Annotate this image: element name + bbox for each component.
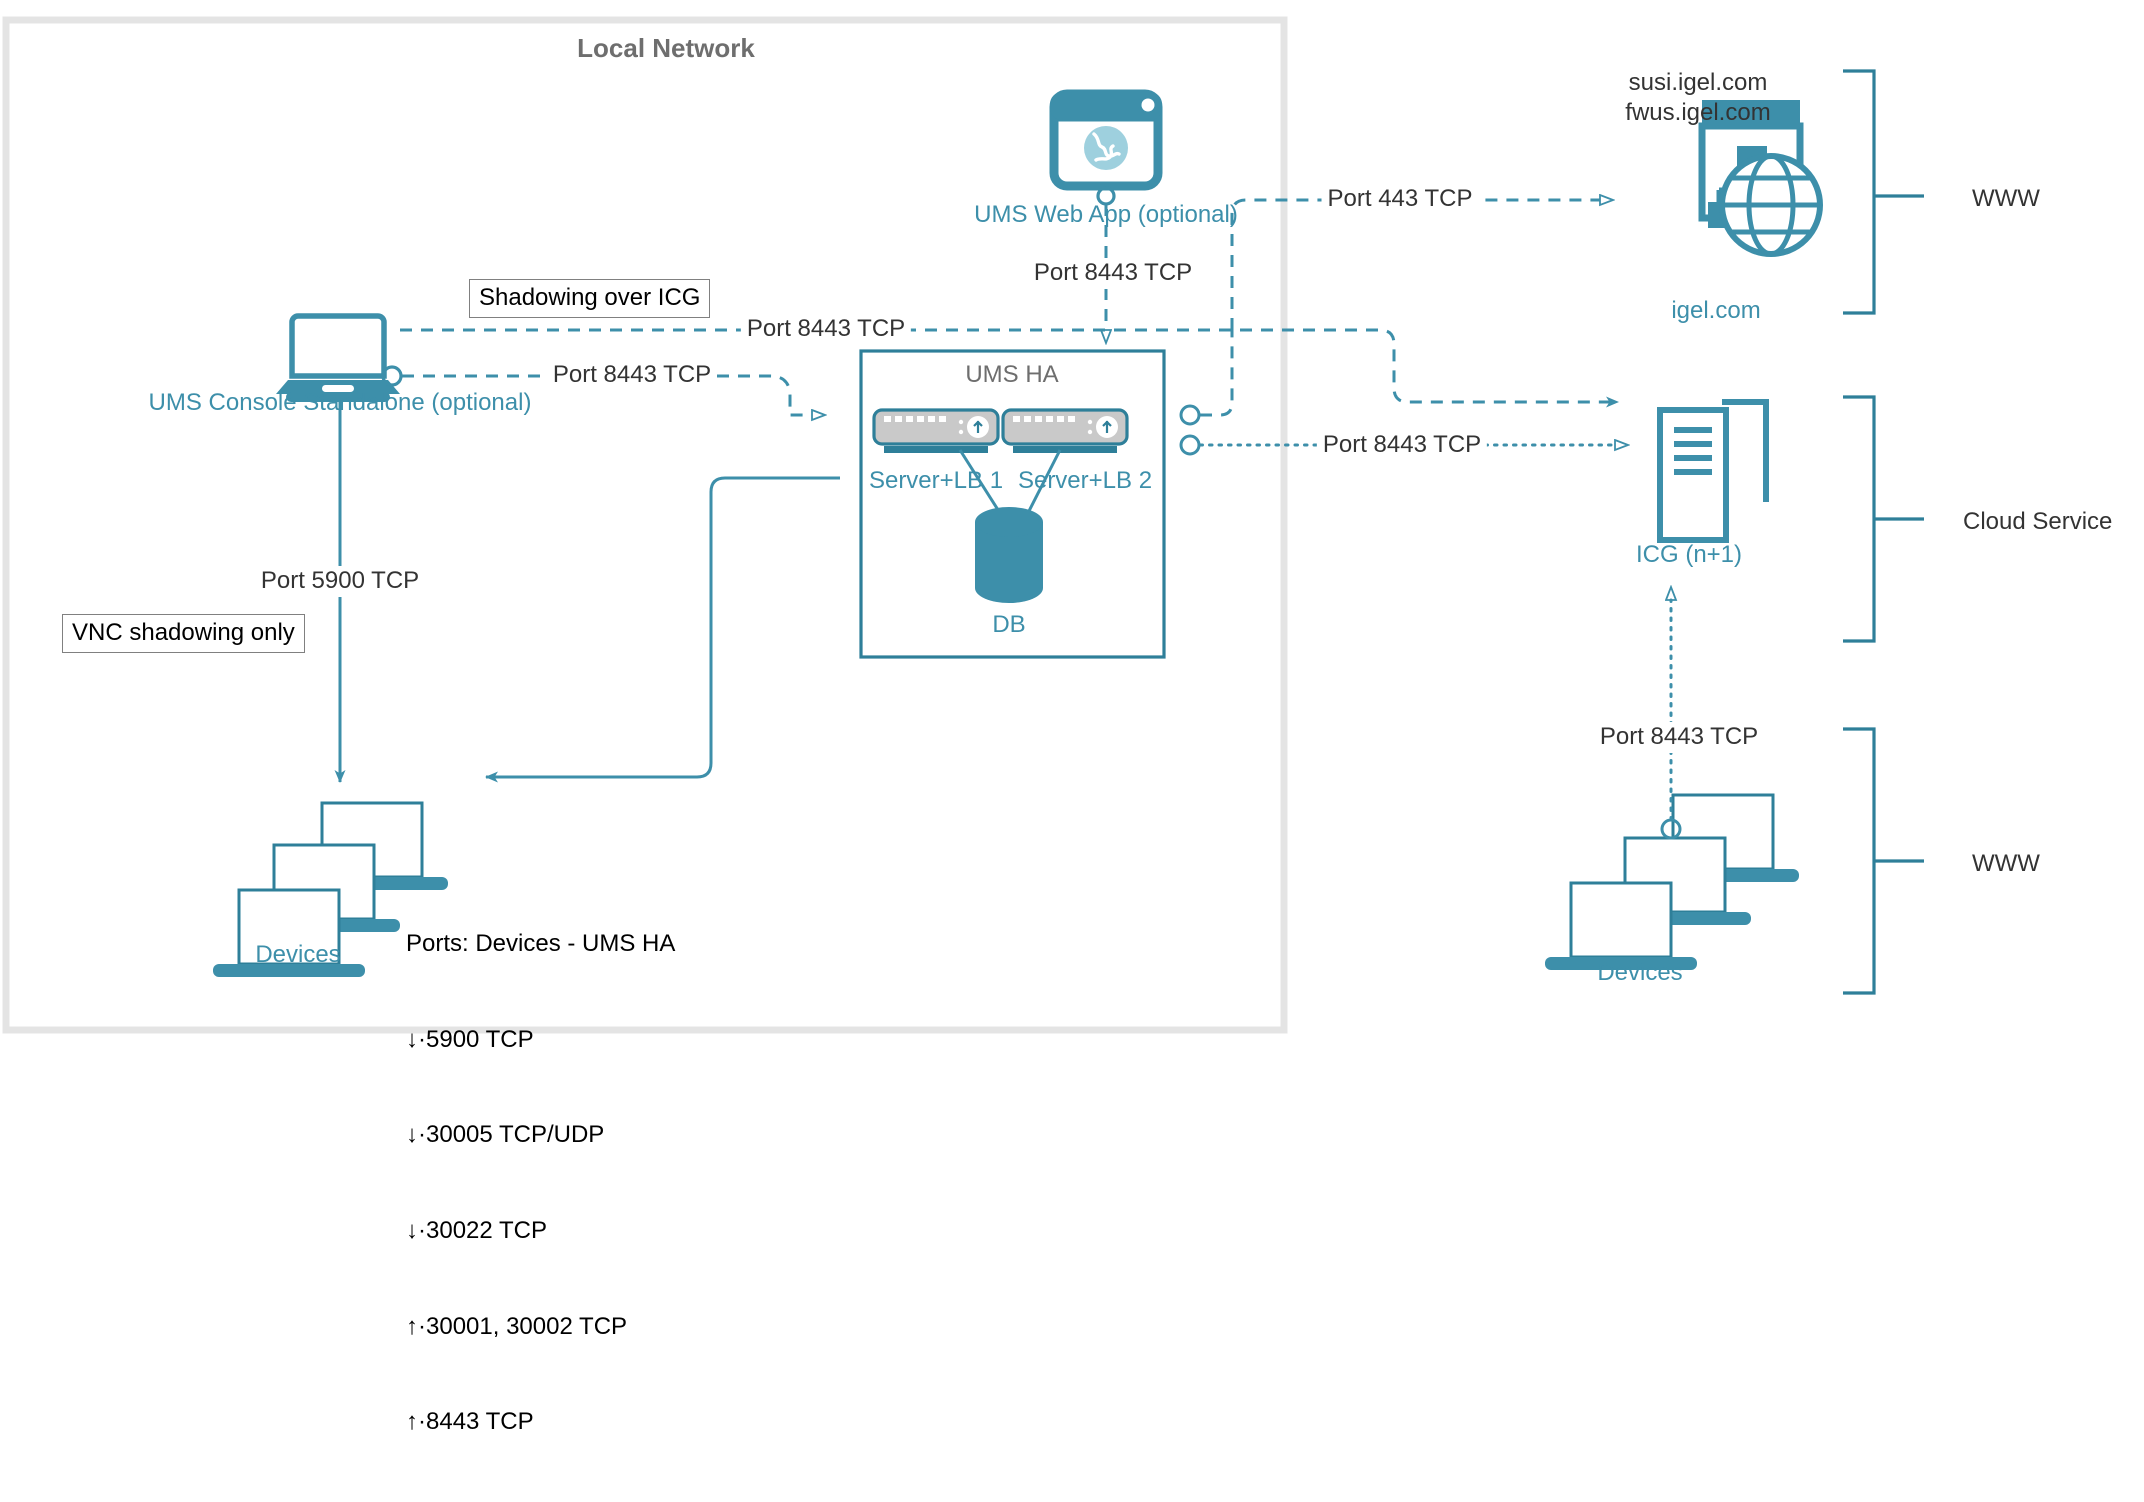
- ums-ha-box: [859, 349, 1166, 659]
- igel-host-susi: susi.igel.com: [1628, 69, 1768, 96]
- ports-note-line-1: ↓·30005 TCP/UDP: [406, 1121, 605, 1149]
- browser-globe-icon: [1049, 89, 1163, 206]
- conn-console-to-ha: [402, 374, 812, 415]
- label-console-to-devices-port: Port 5900 TCP: [254, 566, 426, 597]
- diagram-svg: [2, 16, 1924, 1034]
- laptop-stack-icon-left: [213, 801, 448, 977]
- ports-note-line-3: ↑·30001, 30002 TCP: [406, 1312, 628, 1340]
- page-title: Local Network: [577, 33, 755, 63]
- db-label: DB: [992, 611, 1026, 638]
- ums-console-label: UMS Console Standalone (optional): [148, 389, 532, 416]
- conn-webapp-to-igel: [1230, 200, 1600, 330]
- ports-note-line-2: ↓·30022 TCP: [406, 1216, 547, 1244]
- devices-left-label: Devices: [255, 941, 341, 968]
- label-ha-to-icg-port: Port 8443 TCP: [1316, 430, 1488, 461]
- label-shadow-icg-port: Port 8443 TCP: [740, 314, 912, 345]
- server1-db-link: [958, 449, 1002, 514]
- zone-label-www-bottom: WWW: [1972, 850, 2040, 877]
- server-tower-icon: [1657, 399, 1769, 543]
- ums-ha-title: UMS HA: [965, 361, 1059, 388]
- igel-host-fwus: fwus.igel.com: [1625, 99, 1771, 126]
- ports-note-line-4: ↑·8443 TCP: [406, 1408, 534, 1436]
- devices-right-label: Devices: [1597, 959, 1683, 986]
- diagram-canvas: Local Network UMS Web App (optional) UMS…: [2, 16, 2113, 1435]
- laptop-stack-icon-right: [1545, 793, 1799, 970]
- ha-port-circle-upper: [1179, 404, 1201, 426]
- ports-note-title: Ports: Devices - UMS HA: [406, 929, 676, 957]
- website-globe-icon: [1698, 100, 1823, 257]
- zone-label-cloud-service: Cloud Service: [1963, 508, 2113, 535]
- zone-bracket-www-bottom: [1843, 727, 1924, 995]
- icg-label: ICG (n+1): [1635, 541, 1743, 568]
- server-lb-2-icon: [1001, 408, 1129, 453]
- label-webapp-to-ha-port: Port 8443 TCP: [1027, 258, 1199, 289]
- zone-bracket-cloud-service: [1843, 395, 1924, 643]
- laptop-icon: [276, 313, 403, 402]
- label-console-to-ha-port: Port 8443 TCP: [546, 360, 718, 391]
- callout-vnc-shadowing-only: VNC shadowing only: [62, 614, 305, 653]
- conn-ha-to-icg-dashed: [1200, 330, 1234, 417]
- ha-port-circle-lower: [1179, 434, 1201, 456]
- server-lb-2-label: Server+LB 2: [1017, 467, 1153, 494]
- label-devices-to-icg-port: Port 8443 TCP: [1593, 722, 1765, 753]
- conn-ha-to-devices: [485, 476, 840, 783]
- server-lb-1-label: Server+LB 1: [868, 467, 1004, 494]
- local-network-boundary: [2, 16, 1288, 1034]
- zone-bracket-www-top: [1843, 69, 1924, 315]
- ports-note: Ports: Devices - UMS HA ↓·5900 TCP ↓·300…: [406, 864, 675, 1502]
- igel-com-label: igel.com: [1671, 297, 1761, 324]
- server2-db-link: [1026, 449, 1062, 514]
- zone-label-www-top: WWW: [1972, 185, 2040, 212]
- callout-shadowing-over-icg: Shadowing over ICG: [469, 279, 711, 318]
- ums-web-app-label: UMS Web App (optional): [974, 201, 1238, 228]
- database-icon: [975, 507, 1043, 603]
- ports-note-line-0: ↓·5900 TCP: [406, 1025, 534, 1053]
- server-lb-1-icon: [872, 408, 1000, 453]
- label-port-443-tcp: Port 443 TCP: [1321, 184, 1479, 215]
